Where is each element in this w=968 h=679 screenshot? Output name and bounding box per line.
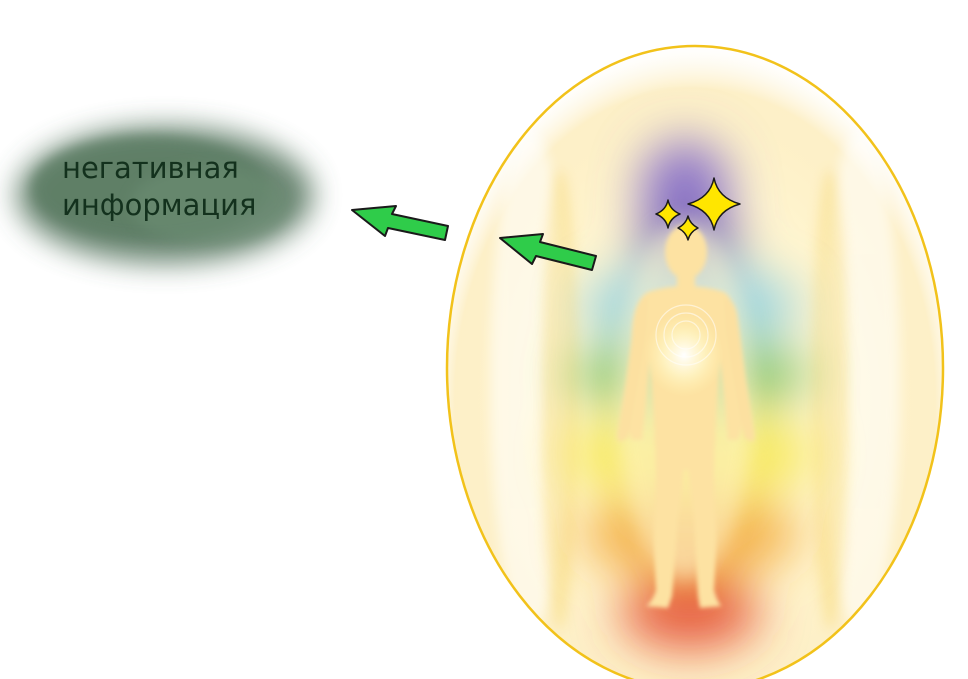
heart-glow bbox=[644, 313, 724, 397]
negative-info-line-1: негативная bbox=[62, 151, 239, 185]
arrow-near-cloud-icon bbox=[351, 205, 449, 241]
sparkle-stars bbox=[655, 177, 741, 241]
aura-outline bbox=[445, 44, 945, 679]
small-star-icon bbox=[655, 199, 681, 229]
negative-info-line-2: информация bbox=[62, 188, 257, 222]
tiny-star-icon bbox=[677, 215, 699, 241]
negative-info-label: негативная информация bbox=[62, 150, 302, 224]
arrow-near-aura-icon bbox=[499, 233, 597, 271]
large-star-icon bbox=[687, 177, 741, 231]
energy-rings bbox=[655, 304, 717, 366]
negative-info-cloud bbox=[17, 127, 313, 263]
release-arrows bbox=[351, 205, 597, 271]
